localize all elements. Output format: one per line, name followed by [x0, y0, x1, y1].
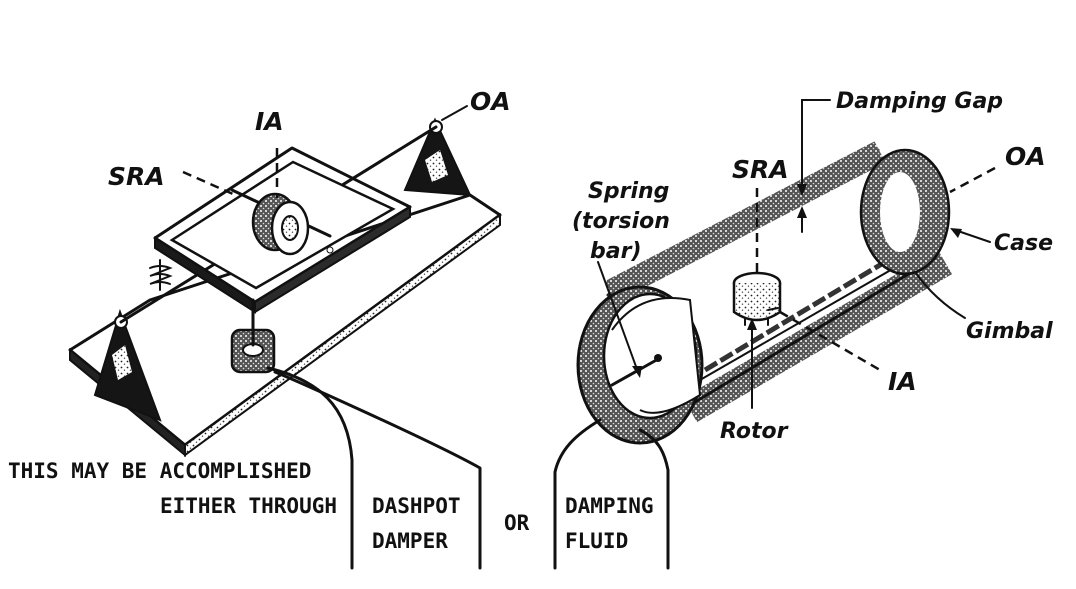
rotor-wheel: [251, 192, 310, 256]
oa-leader-line-right: [949, 166, 996, 194]
label-case: Case: [994, 231, 1053, 256]
caption-block: THIS MAY BE ACCOMPLISHED EITHER THROUGH …: [8, 459, 654, 553]
dashpot-callout-outer: [266, 366, 354, 570]
restraining-spring: [149, 259, 173, 291]
right-pylon: [403, 117, 472, 197]
dashpot-box-line2: DAMPER: [372, 529, 448, 553]
spring-leader-line: [597, 261, 639, 373]
fluid-callout-outer: [553, 418, 602, 570]
spring-arrow-head: [632, 366, 642, 378]
rotor-arrow-head: [747, 318, 757, 330]
gimbal-leader-line: [914, 271, 966, 319]
case-arrow-head: [950, 228, 962, 238]
caption-line1: THIS MAY BE ACCOMPLISHED: [8, 459, 311, 483]
right-gyro-diagram: Damping Gap SRA OA Spring (torsion bar) …: [572, 89, 1053, 445]
sra-leader-line: [182, 170, 234, 196]
torsion-bar-end: [654, 354, 662, 362]
dashpot-box-line1: DASHPOT: [372, 494, 461, 518]
label-rotor: Rotor: [720, 419, 789, 444]
label-gimbal: Gimbal: [966, 319, 1053, 344]
label-spring-line2: (torsion: [572, 209, 670, 234]
cylinder-front-end: [576, 285, 704, 445]
fluid-callout-inner: [638, 428, 670, 570]
label-oa-right: OA: [1005, 142, 1046, 171]
label-ia-left: IA: [255, 107, 284, 136]
left-pylon: [93, 308, 162, 422]
caption-line2: EITHER THROUGH: [160, 494, 337, 518]
fluid-box-line2: FLUID: [565, 529, 628, 553]
fluid-box-line1: DAMPING: [565, 494, 654, 518]
case-leader-line: [954, 229, 991, 243]
label-spring-line3: bar): [590, 239, 642, 264]
ia-leader-line-right: [779, 310, 881, 372]
caption-or: OR: [504, 511, 530, 535]
label-oa-left: OA: [470, 87, 511, 116]
dashpot-unit: [230, 298, 276, 374]
label-sra-left: SRA: [108, 162, 165, 191]
damping-gap-leader: [801, 99, 831, 191]
label-damping-gap: Damping Gap: [836, 89, 1003, 114]
oa-leader-line: [441, 105, 468, 121]
gap-arrow-top-head: [797, 184, 807, 196]
label-spring-line1: Spring: [588, 179, 669, 204]
gap-arrow-bottom-head: [797, 206, 807, 218]
rotor-can: [732, 271, 782, 326]
cylinder-case: [604, 141, 953, 423]
left-gyro-diagram: IA OA SRA: [68, 87, 511, 458]
dashpot-callout-inner: [273, 370, 482, 570]
label-ia-right: IA: [888, 367, 917, 396]
label-sra-right: SRA: [732, 155, 789, 184]
